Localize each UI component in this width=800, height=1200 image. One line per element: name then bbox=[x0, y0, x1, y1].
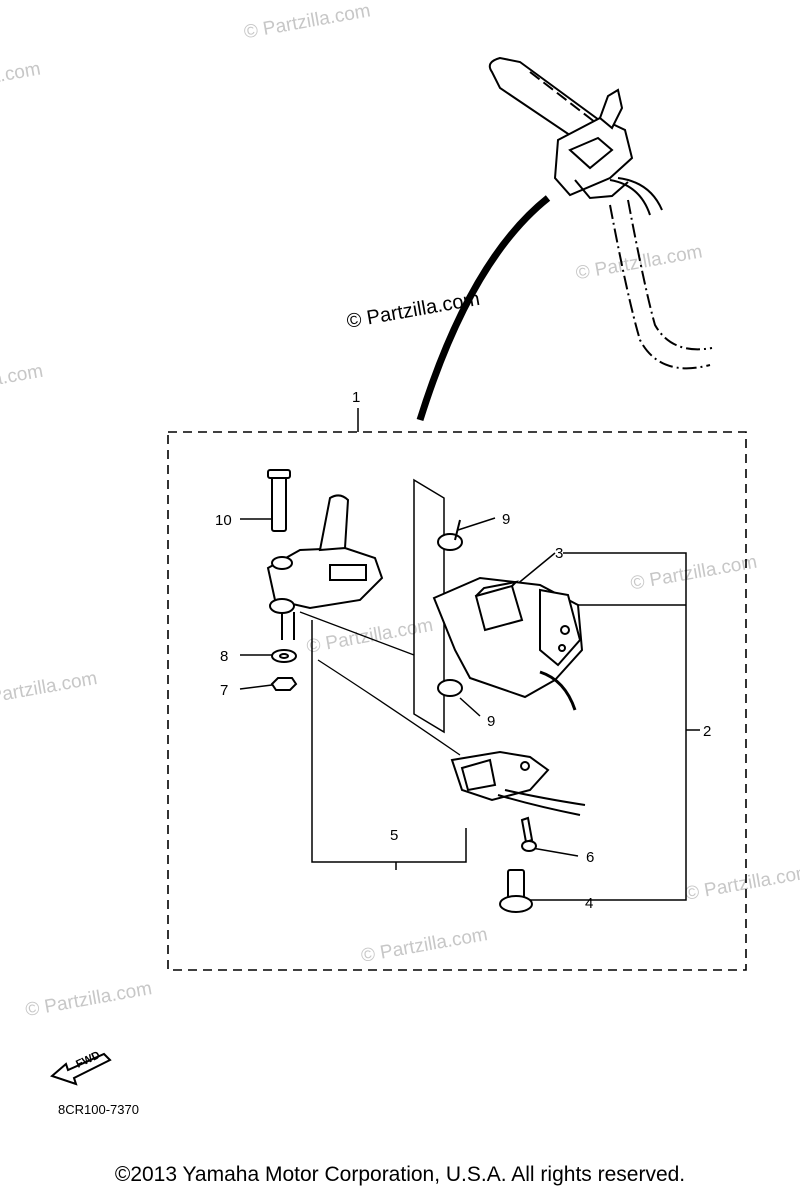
mounting-plate bbox=[413, 478, 445, 734]
washer-and-nut bbox=[270, 649, 298, 691]
watermark-row4-left: © Partzilla.com bbox=[24, 978, 154, 1021]
callout-9-top: 9 bbox=[502, 511, 510, 528]
throttle-switch bbox=[432, 519, 584, 711]
watermark-row3-left: © Partzilla.com bbox=[0, 668, 99, 711]
watermark-row2-left: © Partzilla.com bbox=[0, 361, 45, 404]
handlebar-assembly bbox=[416, 56, 713, 422]
callout-8: 8 bbox=[220, 648, 228, 665]
callout-5: 5 bbox=[390, 827, 398, 844]
leader-lines bbox=[239, 517, 700, 901]
watermark-row4-right: © Partzilla.com bbox=[684, 862, 800, 905]
callout-9-bottom: 9 bbox=[487, 713, 495, 730]
callout-4: 4 bbox=[585, 895, 593, 912]
fwd-arrow-icon: FWD bbox=[50, 1049, 112, 1086]
callout-6: 6 bbox=[586, 849, 594, 866]
watermark-row3-right: © Partzilla.com bbox=[629, 552, 759, 595]
callout-1: 1 bbox=[352, 389, 360, 406]
watermark-top-mid: © Partzilla.com bbox=[242, 0, 372, 43]
copyright-notice: ©2013 Yamaha Motor Corporation, U.S.A. A… bbox=[114, 1163, 686, 1186]
faint-watermarks: © Partzilla.com © Partzilla.com © Partzi… bbox=[0, 0, 800, 1021]
callout-3: 3 bbox=[555, 545, 563, 562]
watermark-top-left: © Partzilla.com bbox=[0, 59, 42, 102]
watermark-row4-mid: © Partzilla.com bbox=[360, 924, 490, 967]
lower-switch bbox=[450, 750, 586, 816]
callout-numbers: 1 2 3 4 5 6 7 8 9 9 10 bbox=[215, 389, 711, 912]
callout-2: 2 bbox=[703, 723, 711, 740]
watermark-main: © Partzilla.com bbox=[345, 288, 482, 333]
callout-7: 7 bbox=[220, 682, 228, 699]
screws bbox=[499, 816, 537, 913]
cable-lines bbox=[299, 611, 461, 756]
callout-10: 10 bbox=[215, 512, 232, 529]
part-number: 8CR100-7370 bbox=[58, 1102, 139, 1117]
assembly-box bbox=[167, 431, 747, 971]
watermark-row2-right: © Partzilla.com bbox=[574, 241, 704, 284]
throttle-lever bbox=[266, 469, 384, 640]
